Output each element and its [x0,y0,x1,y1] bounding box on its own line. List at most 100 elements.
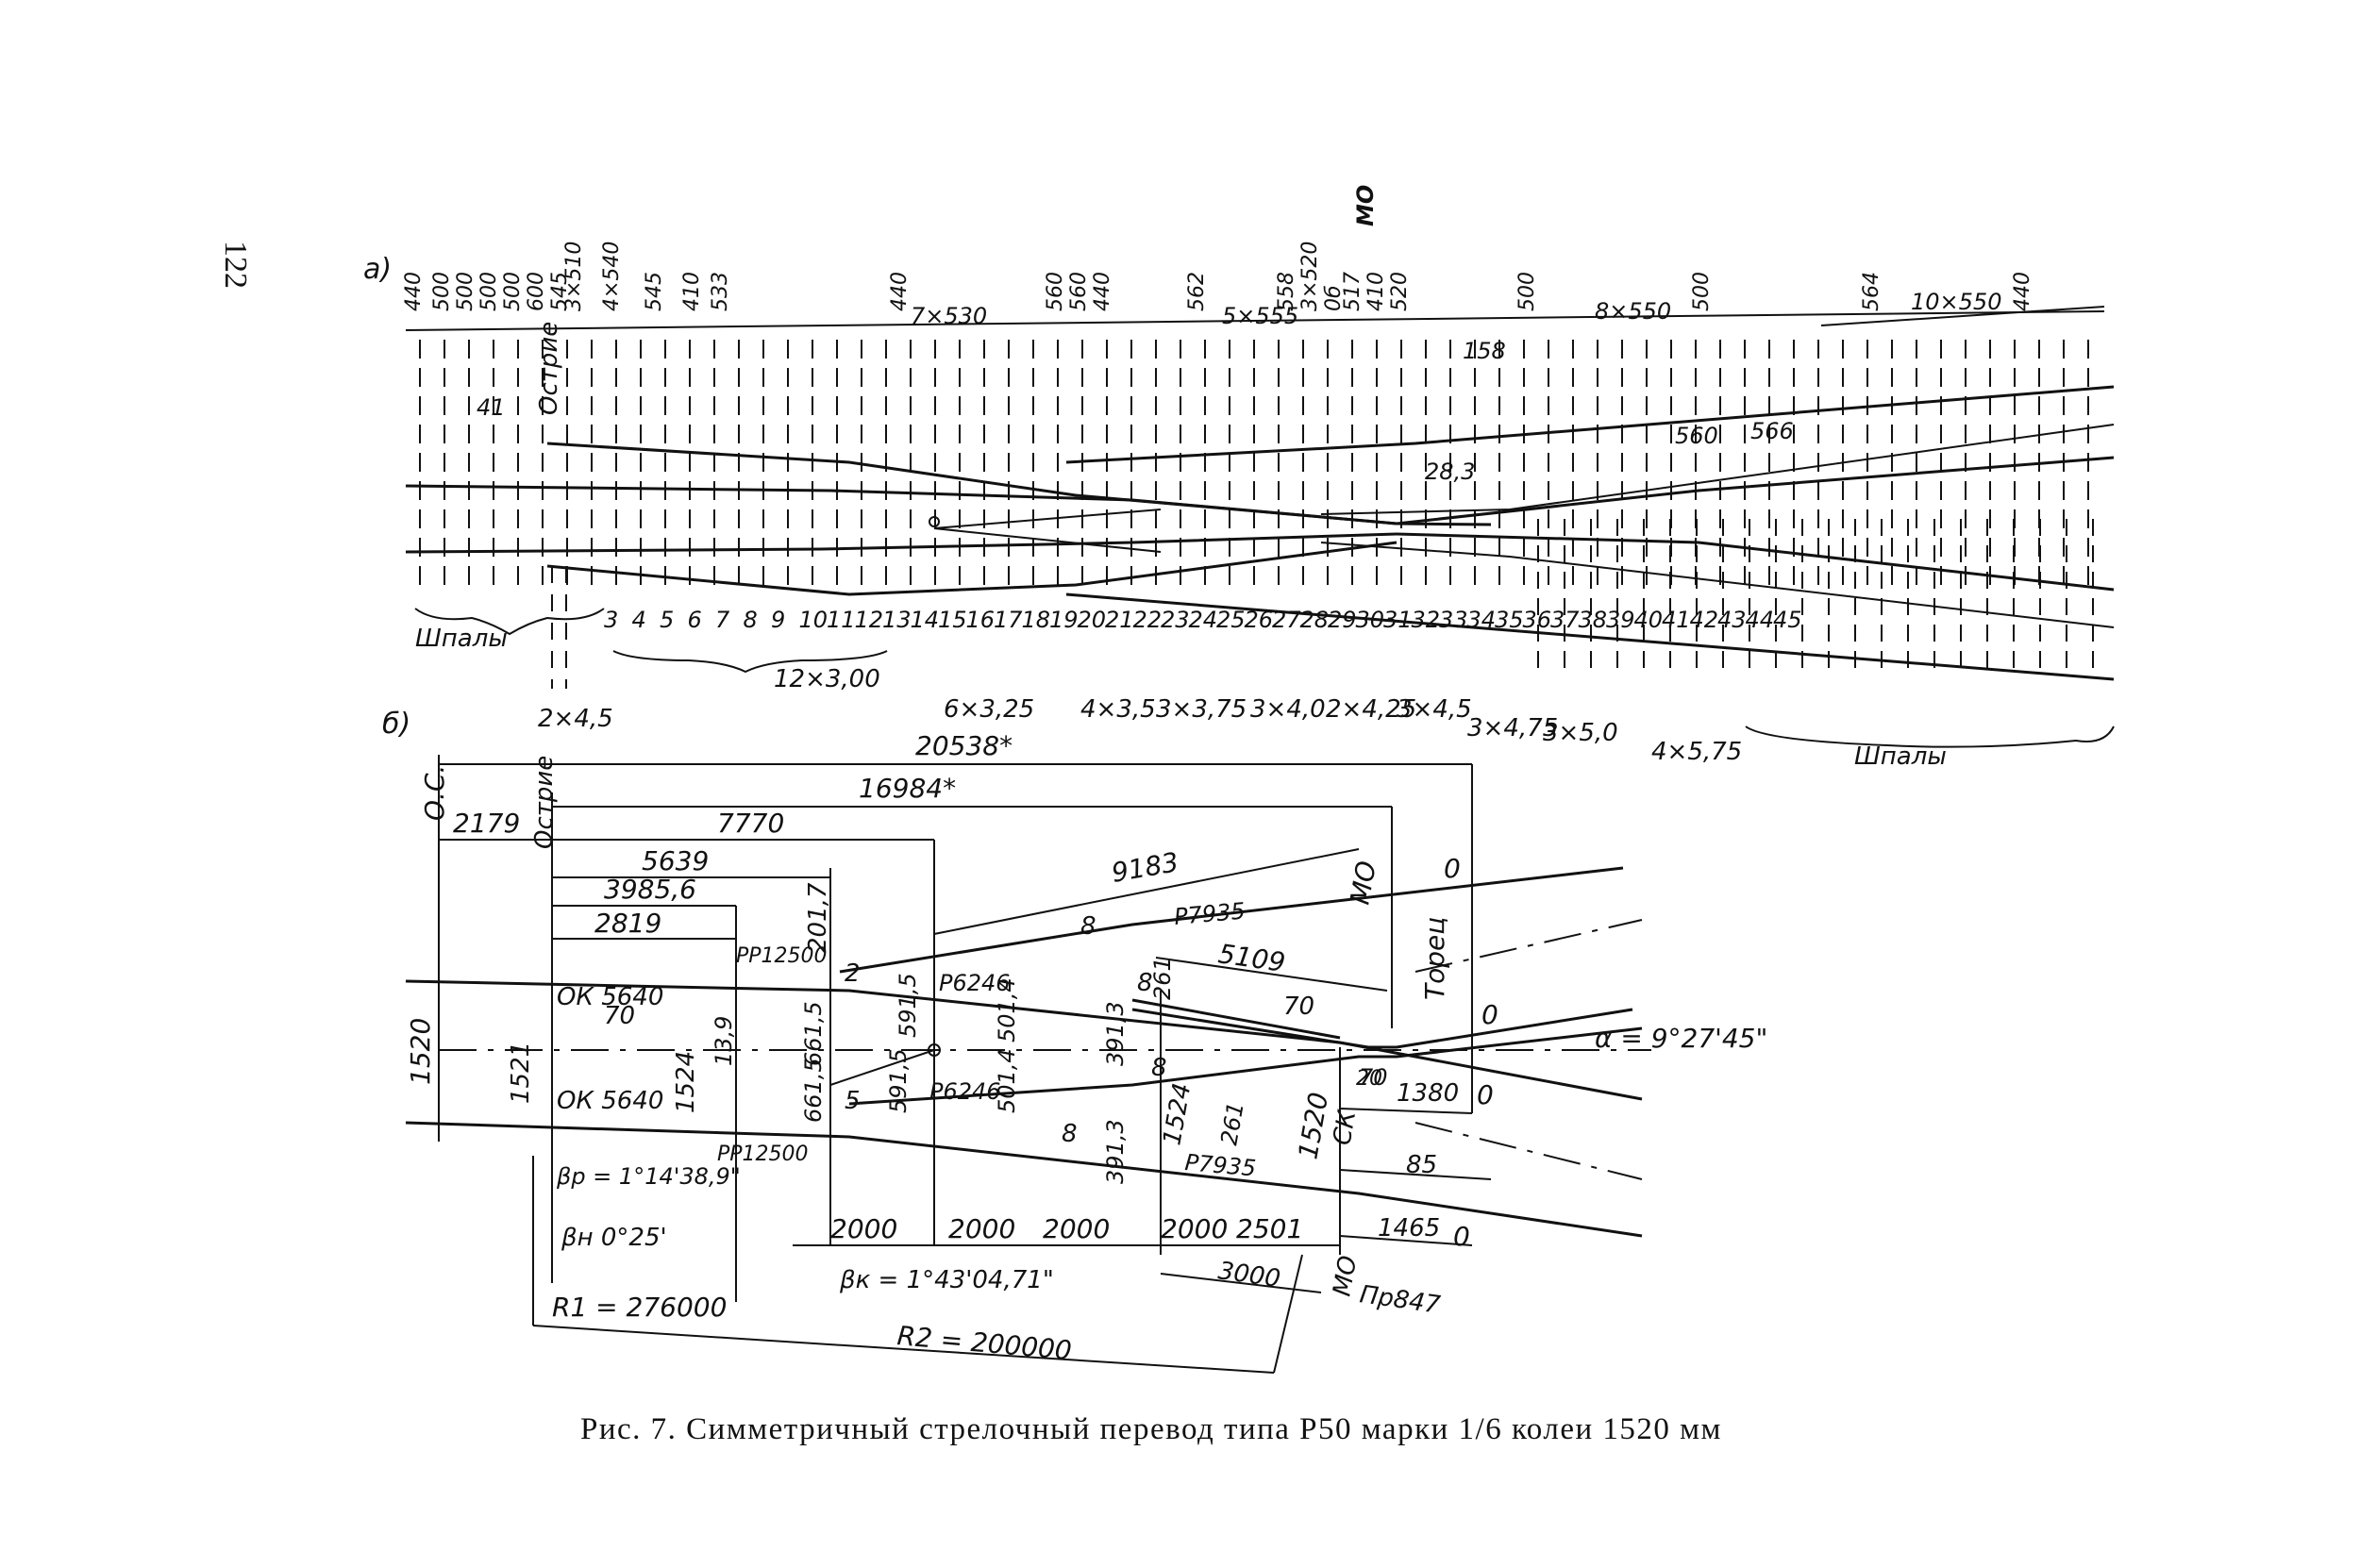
axis-line-diverging [1414,919,1643,973]
pivot-link [829,1049,935,1086]
dim-661-5-a: 661,5 [800,1001,827,1066]
top-dim-label: 545 [643,272,666,311]
rail-line [546,442,1398,525]
label-r1: R1 = 276000 [552,1292,727,1323]
dim-85: 85 [1406,1151,1437,1179]
dim-1524: 1524 [672,1051,700,1113]
sleeper-group-label: 3×5,0 [1543,719,1618,747]
top-dim-label: 440 [2011,272,2034,311]
label-alpha: α = 9°27'45" [1595,1023,1767,1054]
dim-0-a: 0 [1444,853,1461,884]
dim-41: 41 [477,394,506,421]
bottom-dim-label: 2000 [1161,1213,1228,1244]
label-beta-n: βн 0°25' [561,1224,667,1252]
top-dim-label: 564 [1860,272,1883,311]
group-brace [1745,726,2115,748]
top-dim-label: 410 [680,272,704,311]
sleeper-number: 33 [1439,607,1468,633]
radius-line [1273,1254,1303,1374]
sleeper-number: 45 [1773,607,1802,633]
sleeper-group-label: 3×4,75 [1467,714,1558,742]
top-dim-label: 10×550 [1911,289,2001,315]
sleeper-number: 32 [1412,607,1441,633]
label-ok-1: ОК 5640 [557,983,663,1011]
sleeper-number: 29 [1328,607,1357,633]
label-ck: СК [1328,1107,1362,1147]
label-beta-k: βк = 1°43'04,71" [839,1266,1054,1294]
top-dim-label: 8×550 [1595,298,1671,325]
panel-b-label: б) [382,708,410,741]
top-dim-label: 0б [1322,285,1346,311]
sleeper-number: 42 [1690,607,1719,633]
dim-566: 566 [1750,418,1794,444]
sleeper-number: 43 [1717,607,1747,633]
sleeper-group-label: Шпалы [415,625,508,653]
dim-8-d: 8 [1062,1120,1078,1148]
top-dim-label: 560 [1067,272,1091,311]
sleeper-number: 11 [827,607,856,633]
sleeper-number: 24 [1189,607,1218,633]
dim-20: 20 [1356,1067,1382,1091]
dim-70-c: 70 [1359,1064,1388,1091]
sleeper-number: 35 [1495,607,1524,633]
sleeper-number: 6 [688,607,702,633]
top-dim-label: 3×520 [1298,242,1322,311]
sleeper-group-label: 2×4,5 [538,705,613,733]
sleeper-group-label: 6×3,25 [944,695,1034,724]
mo-mark: МО [1352,185,1379,226]
frog-rail-upper [1131,1008,1633,1049]
label-p6246-a: Р6246 [939,970,1011,996]
dim-1465: 1465 [1378,1214,1440,1243]
sleeper-number: 10 [799,607,829,633]
dim-0-c: 0 [1477,1079,1494,1110]
label-beta-r: βр = 1°14'38,9" [556,1163,741,1190]
sleeper-number: 38 [1579,607,1608,633]
dim-261-a: 261 [1149,957,1176,1000]
sleeper-number: 4 [632,607,646,633]
switch-blade [933,527,1162,553]
dim-9183: 9183 [1109,846,1180,889]
dim-591-5-a: 591,5 [895,973,921,1038]
frog-rail-lower [848,1026,1643,1106]
sleeper-group-label: 4×3,5 [1080,695,1156,724]
dim-5109: 5109 [1216,938,1287,978]
sleeper-number: 41 [1662,607,1691,633]
sleeper-number: 15 [938,607,967,633]
dim-line-9183 [933,848,1360,935]
sleeper-number: 28 [1300,607,1330,633]
top-dim-label: 500 [430,272,454,311]
dim-2179: 2179 [453,808,520,839]
top-dim-label: 5×555 [1222,303,1298,329]
pivot-mark [928,1043,941,1057]
label-ok-2: ОК 5640 [557,1087,663,1115]
rail-line [405,532,1398,554]
sleeper-number: 3 [604,607,618,633]
label-oc: О.С. [419,765,450,821]
sleeper-number: 7 [715,607,730,633]
sleeper-number: 31 [1383,607,1413,633]
sleeper-number: 22 [1133,607,1163,633]
bottom-dim-label: 2000 [830,1213,897,1244]
sleeper-number: 18 [1022,607,1051,633]
top-dim-label: 545 [548,272,572,311]
diverging-rail-upper [839,866,1624,974]
sleeper-number: 5 [660,607,674,633]
top-dim-label: 440 [1091,272,1114,311]
top-dim-label: 410 [1364,272,1388,311]
dim-13-9: 13,9 [711,1016,737,1066]
sleeper-group-label: 3×3,75 [1156,695,1247,724]
top-dim-label: 7×530 [911,303,987,329]
group-brace [414,608,605,636]
bottom-dim-label: 2000 [948,1213,1015,1244]
label-pr-2: РР12500 [717,1143,809,1166]
label-pr847: Пр847 [1358,1280,1442,1320]
bottom-dim-label: 2000 [1043,1213,1110,1244]
label-mo-2: МО [1328,1254,1363,1298]
top-dim-line-right [1820,306,2105,326]
sleeper-group-label: 3×4,0 [1250,695,1326,724]
sleeper-number: 25 [1216,607,1246,633]
label-torets: Торец [1419,917,1450,1000]
